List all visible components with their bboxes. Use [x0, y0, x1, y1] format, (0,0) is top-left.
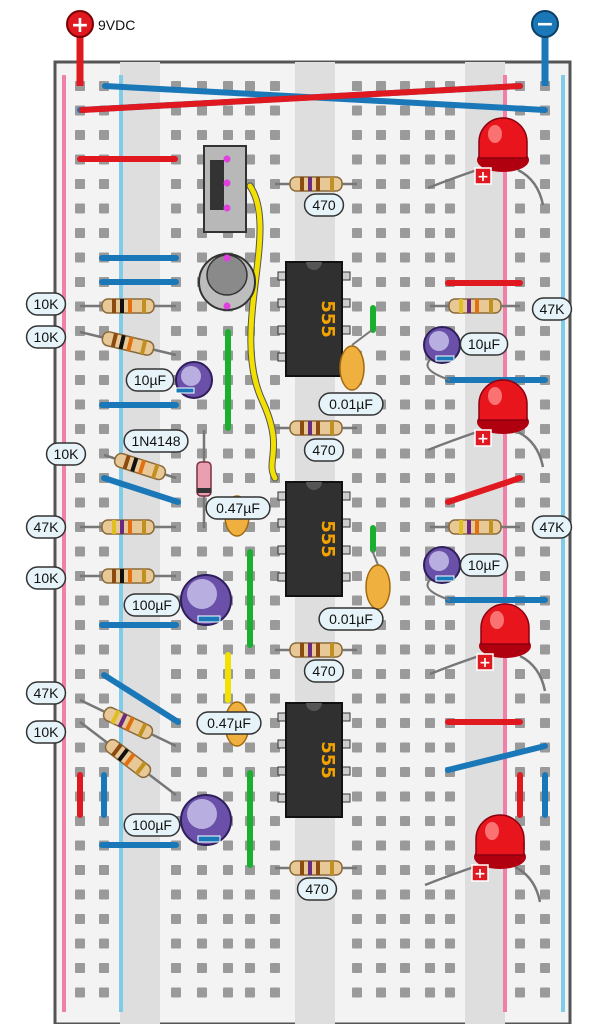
- label-text: 100µF: [132, 597, 172, 613]
- resistor-10k-1: [80, 298, 176, 314]
- led-plus-icon: +: [477, 431, 489, 447]
- label-text: 470: [305, 881, 329, 897]
- wire-blue-right-3: [445, 743, 548, 773]
- label-r10k-2: 10K: [25, 325, 67, 349]
- led-red-2: +: [427, 379, 545, 468]
- chip-555-3: 555: [285, 702, 343, 818]
- resistor-47k-3: [430, 298, 520, 314]
- label-c100u-1: 100µF: [123, 593, 181, 617]
- breadboard-holes: [75, 81, 550, 998]
- component-labels: 470 10K 10K 10µF 47K 10µF 0.01µF 470 1N4148 10K 0.…: [25, 193, 573, 901]
- label-text: 10µF: [468, 336, 500, 352]
- label-text: 47K: [34, 519, 60, 535]
- wire-blue-6: [101, 672, 181, 725]
- label-text: 0.01µF: [329, 611, 373, 627]
- led-plus-icon: +: [479, 655, 491, 671]
- resistor-470-1: [275, 176, 357, 192]
- led-red-3: +: [429, 603, 547, 692]
- label-c10u-1: 10µF: [125, 368, 175, 392]
- wire-red-diagonal: [79, 83, 523, 113]
- label-text: 1N4148: [131, 433, 180, 449]
- resistor-47k-1: [80, 519, 176, 535]
- label-r10k-4: 10K: [25, 566, 67, 590]
- plus-icon: +: [71, 13, 89, 38]
- label-text: 10K: [34, 570, 60, 586]
- label-text: 0.01µF: [329, 396, 373, 412]
- potentiometer: [198, 253, 256, 311]
- resistor-10k-2: [79, 330, 177, 357]
- chip-label: 555: [317, 300, 338, 338]
- label-text: 10µF: [468, 557, 500, 573]
- power-plus-probe: +: [66, 10, 94, 86]
- power-minus-probe: −: [531, 10, 559, 86]
- chip-label: 555: [317, 520, 338, 558]
- label-r47k-1: 47K: [25, 515, 67, 539]
- led-plus-icon: +: [474, 866, 486, 882]
- resistors: [79, 176, 520, 876]
- resistor-47k-2: [79, 698, 177, 748]
- resistor-10k-3: [103, 452, 177, 481]
- resistor-10k-5: [79, 721, 177, 796]
- wires: [77, 83, 548, 868]
- label-r470-2: 470: [303, 438, 345, 462]
- led-red-1: +: [427, 117, 545, 206]
- label-c001-1: 0.01µF: [318, 392, 384, 416]
- label-text: 10K: [54, 446, 80, 462]
- wire-yellow-long: [247, 183, 278, 481]
- label-text: 10K: [34, 329, 60, 345]
- label-r47k-2: 47K: [25, 681, 67, 705]
- label-text: 470: [312, 197, 336, 213]
- label-c10u-3: 10µF: [459, 553, 509, 577]
- resistor-47k-4: [430, 519, 520, 535]
- label-r47k-3: 47K: [531, 297, 573, 321]
- resistor-470-2: [275, 420, 357, 436]
- led-plus-icon: +: [477, 169, 489, 185]
- chip-555-1: 555: [285, 261, 343, 377]
- label-c047-1: 0.47µF: [205, 496, 271, 520]
- resistor-470-3: [275, 642, 357, 658]
- wire-red-right-2: [445, 475, 523, 505]
- wire-blue-4: [101, 475, 181, 505]
- resistor-470-4: [275, 860, 357, 876]
- label-r470-3: 470: [303, 659, 345, 683]
- minus-icon: −: [536, 12, 554, 37]
- label-r47k-4: 47K: [531, 515, 573, 539]
- label-diode: 1N4148: [123, 429, 189, 453]
- cap-electrolytic-10uf-1: [175, 361, 213, 399]
- cap-electrolytic-100uf-1: [180, 574, 232, 626]
- label-text: 47K: [540, 301, 566, 317]
- cap-ceramic-1: [339, 329, 373, 391]
- cap-electrolytic-100uf-2: [180, 794, 232, 846]
- label-text: 0.47µF: [216, 500, 260, 516]
- label-text: 10K: [34, 296, 60, 312]
- label-r470-4: 470: [296, 877, 338, 901]
- label-text: 0.47µF: [207, 715, 251, 731]
- label-text: 470: [312, 663, 336, 679]
- label-text: 10K: [34, 724, 60, 740]
- label-c001-2: 0.01µF: [318, 607, 384, 631]
- label-text: 470: [312, 442, 336, 458]
- label-text: 100µF: [132, 817, 172, 833]
- leds: + + + +: [424, 117, 547, 903]
- breadboard: [53, 60, 572, 1024]
- chip-555-2: 555: [285, 481, 343, 597]
- resistor-10k-4: [80, 568, 176, 584]
- label-c100u-2: 100µF: [123, 813, 181, 837]
- supply-label: 9VDC: [98, 17, 135, 33]
- diode-1n4148: [196, 430, 212, 528]
- slide-switch: [203, 145, 247, 233]
- label-r470-1: 470: [303, 193, 345, 217]
- label-c047-2: 0.47µF: [196, 711, 262, 735]
- label-r10k-3: 10K: [45, 442, 87, 466]
- chip-label: 555: [317, 741, 338, 779]
- label-c10u-2: 10µF: [459, 332, 509, 356]
- label-r10k-1: 10K: [25, 292, 67, 316]
- label-text: 47K: [540, 519, 566, 535]
- label-text: 47K: [34, 685, 60, 701]
- label-text: 10µF: [134, 372, 166, 388]
- led-red-4: +: [424, 814, 542, 903]
- label-r10k-5: 10K: [25, 720, 67, 744]
